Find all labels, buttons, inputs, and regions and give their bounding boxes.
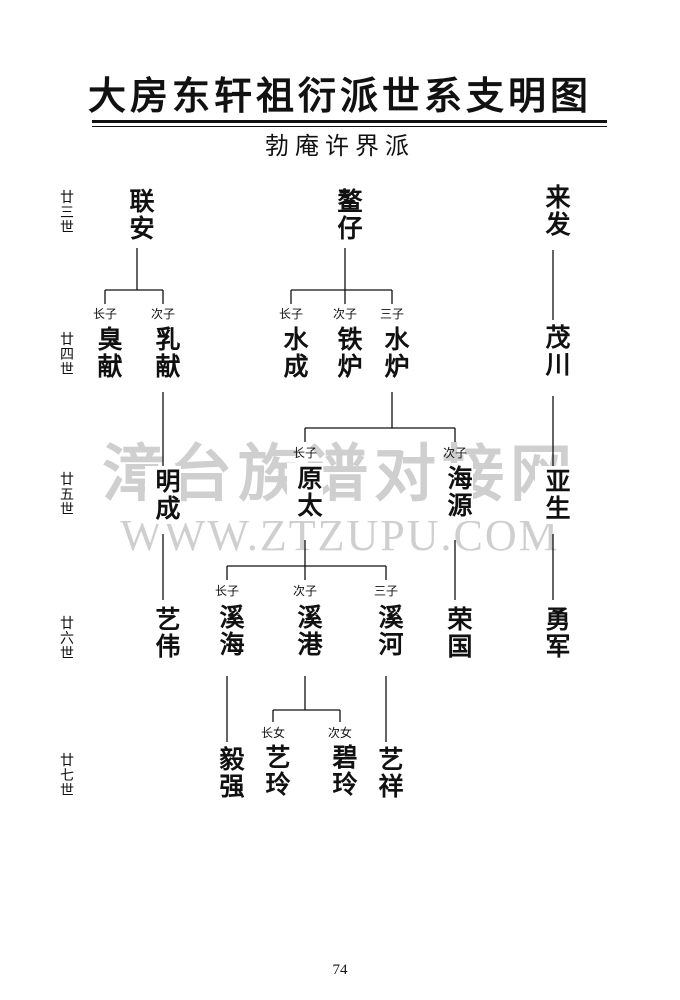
person-xihe: 溪河 [368,602,404,660]
generation-label-25: 廿五世 [60,472,74,518]
rank-label-ruxian: 次子 [150,307,175,321]
person-ruxian: 乳献 [145,324,181,382]
person-shuilu: 水炉 [374,324,410,382]
person-xigang: 溪港 [287,602,323,660]
person-yuantai: 原太 [287,463,323,521]
rank-label-tielu: 次子 [332,307,357,321]
person-tielu: 铁炉 [327,324,363,382]
person-rongguo: 荣国 [437,604,473,662]
person-yongjun: 勇军 [535,604,571,662]
rank-label-yiling: 长女 [260,726,285,740]
rank-label-shuilu: 三子 [379,307,404,321]
person-laifa: 来发 [535,182,571,240]
person-yiqiang: 毅强 [209,744,245,802]
rank-label-xigang: 次子 [292,584,317,598]
rank-label-xihe: 三子 [373,584,398,598]
page-title: 大房东轩祖衍派世系支明图 [87,73,592,118]
rank-label-gaoxian: 长子 [92,307,117,321]
person-shuicheng: 水成 [273,324,309,382]
page-subtitle: 勃庵许界派 [265,132,415,160]
rank-label-haiyuan: 次子 [442,446,467,460]
rank-label-biling: 次女 [327,726,352,740]
rank-label-xihai: 长子 [214,584,239,598]
person-haiyuan: 海源 [437,463,473,521]
page-number: 74 [332,962,348,978]
rank-label-shuicheng: 长子 [278,307,303,321]
generation-label-27: 廿七世 [60,753,74,799]
generation-label-26: 廿六世 [60,616,74,662]
person-gaoxian: 臭献 [87,324,123,382]
person-mingcheng: 明成 [145,466,181,524]
title-rule-thick [92,120,607,123]
generation-label-24: 廿四世 [60,332,74,378]
person-aozi: 鳌仔 [327,186,363,244]
person-yiling: 艺玲 [255,742,291,800]
person-biling: 碧玲 [322,742,358,800]
person-yiwei: 艺伟 [145,604,181,662]
person-maochuan: 茂川 [535,322,571,380]
title-rule-thin [92,126,607,127]
person-xihai: 溪海 [209,602,245,660]
person-yasheng: 亚生 [535,466,571,524]
generation-label-23: 廿三世 [60,190,74,236]
person-yixiang: 艺祥 [368,744,404,802]
rank-label-yuantai: 长子 [292,446,317,460]
person-lianan: 联安 [119,186,155,244]
